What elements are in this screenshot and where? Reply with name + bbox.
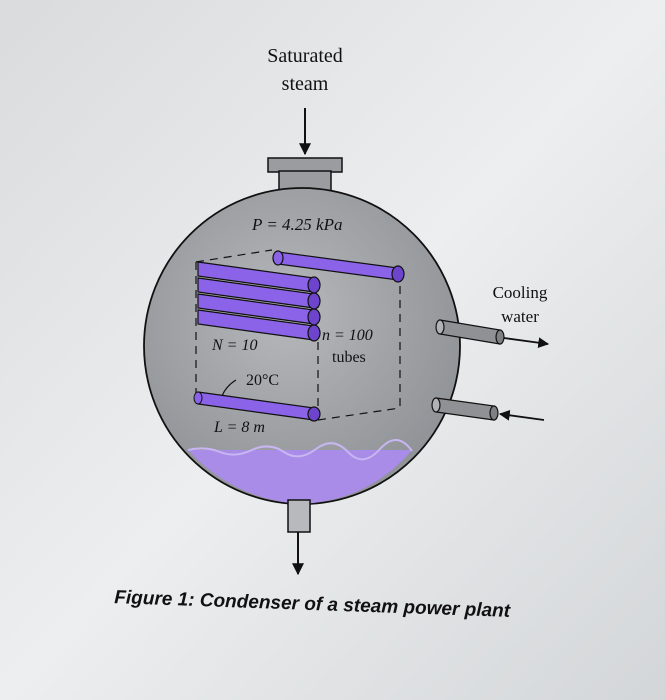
label-saturated: Saturated	[267, 45, 343, 67]
inlet-flange	[267, 157, 343, 173]
label-pressure: P = 4.25 kPa	[251, 215, 342, 234]
temperature-leader	[221, 379, 237, 397]
cooling-water-inlet-pipe	[431, 397, 499, 421]
label-length: L = 8 m	[213, 419, 265, 436]
label-steam: steam	[282, 73, 329, 95]
drain-nozzle	[287, 499, 311, 533]
label-cooling: Cooling	[493, 283, 548, 302]
cooling-water-out-arrow	[503, 337, 550, 349]
tube-stack-front	[197, 261, 321, 342]
label-temperature: 20°C	[246, 372, 279, 389]
label-rows: N = 10	[211, 337, 257, 354]
tube-back-top	[272, 250, 405, 283]
label-tube-count: n = 100	[322, 327, 373, 344]
cooling-water-outlet-pipe	[435, 319, 505, 345]
cooling-water-in-arrow	[498, 409, 545, 421]
condensate-surface	[187, 439, 413, 461]
condensate-pool	[188, 450, 412, 504]
label-tubes: tubes	[332, 349, 366, 366]
tube-bottom	[193, 391, 321, 422]
label-water: water	[501, 307, 539, 326]
